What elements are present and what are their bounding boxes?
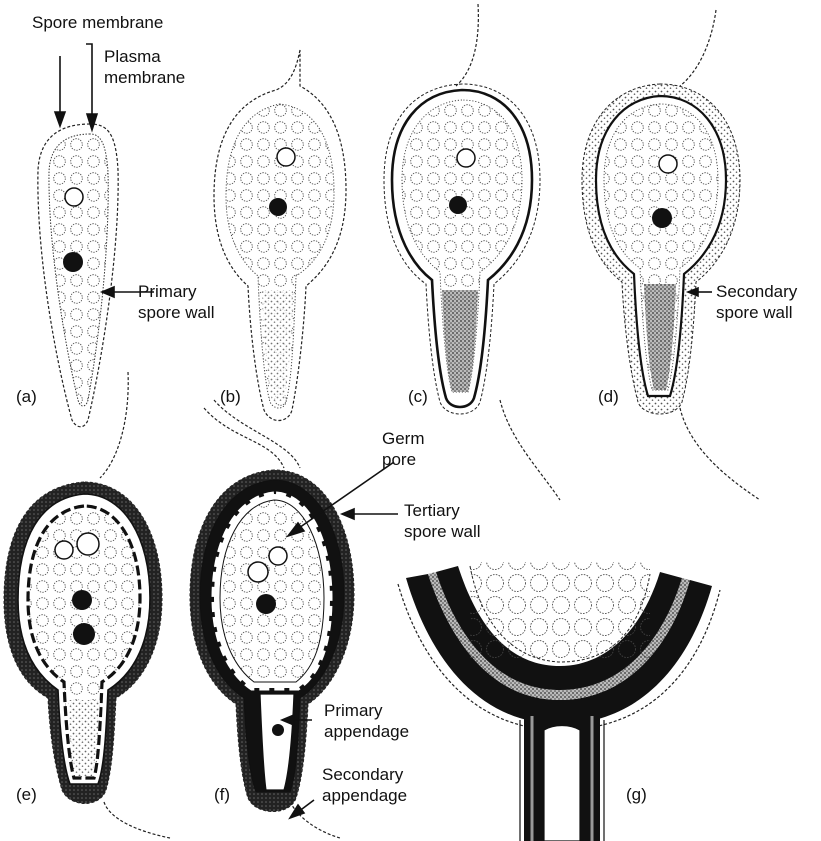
- label-plasma-membrane-line1: Plasma: [104, 46, 185, 67]
- spore-b: [214, 50, 346, 421]
- label-tertiary-spore-wall-line1: Tertiary: [404, 500, 481, 521]
- spore-f-nucleolus-2: [269, 547, 287, 565]
- panel-label-d: (d): [598, 386, 619, 407]
- spore-c-nucleus: [449, 196, 467, 214]
- panel-label-c: (c): [408, 386, 428, 407]
- spore-e-nucleolus-1: [55, 541, 73, 559]
- spore-f-appendage-nucleus: [272, 724, 284, 736]
- spore-e-nucleolus-2: [77, 533, 99, 555]
- label-secondary-appendage-line1: Secondary: [322, 764, 407, 785]
- spore-a-nucleus: [63, 252, 83, 272]
- label-secondary-spore-wall: Secondary spore wall: [716, 281, 797, 323]
- spore-g-primary-appendage: [544, 726, 580, 841]
- label-primary-spore-wall-line1: Primary: [138, 281, 215, 302]
- label-germ-pore-line2: pore: [382, 449, 425, 470]
- label-primary-spore-wall: Primary spore wall: [138, 281, 215, 323]
- label-plasma-membrane: Plasma membrane: [104, 46, 185, 88]
- spore-e-nucleus-2: [73, 623, 95, 645]
- label-tertiary-spore-wall-line2: spore wall: [404, 521, 481, 542]
- label-germ-pore-line1: Germ: [382, 428, 425, 449]
- panel-label-g: (g): [626, 784, 647, 805]
- label-tertiary-spore-wall: Tertiary spore wall: [404, 500, 481, 542]
- label-secondary-appendage: Secondary appendage: [322, 764, 407, 806]
- label-secondary-spore-wall-line1: Secondary: [716, 281, 797, 302]
- panel-label-f: (f): [214, 784, 230, 805]
- label-spore-membrane: Spore membrane: [32, 12, 163, 33]
- spore-d: [582, 10, 760, 500]
- spore-c: [384, 4, 560, 500]
- spore-f-nucleolus-1: [248, 562, 268, 582]
- spore-e-nucleus-1: [72, 590, 92, 610]
- spore-b-nucleolus: [277, 148, 295, 166]
- spore-g-detail: [398, 560, 720, 841]
- arrow-plasma-membrane: [86, 44, 92, 116]
- label-primary-appendage: Primary appendage: [324, 700, 409, 742]
- label-secondary-appendage-line2: appendage: [322, 785, 407, 806]
- label-primary-spore-wall-line2: spore wall: [138, 302, 215, 323]
- spore-a: [38, 124, 118, 427]
- panel-label-b: (b): [220, 386, 241, 407]
- panel-label-a: (a): [16, 386, 37, 407]
- spore-f-nucleus: [256, 594, 276, 614]
- label-primary-appendage-line1: Primary: [324, 700, 409, 721]
- panel-label-e: (e): [16, 784, 37, 805]
- label-primary-appendage-line2: appendage: [324, 721, 409, 742]
- label-secondary-spore-wall-line2: spore wall: [716, 302, 797, 323]
- label-germ-pore: Germ pore: [382, 428, 425, 470]
- spore-a-nucleolus: [65, 188, 83, 206]
- spore-c-nucleolus: [457, 149, 475, 167]
- spore-d-nucleolus: [659, 155, 677, 173]
- spore-e: [4, 372, 170, 838]
- label-plasma-membrane-line2: membrane: [104, 67, 185, 88]
- spore-d-nucleus: [652, 208, 672, 228]
- spore-b-nucleus: [269, 198, 287, 216]
